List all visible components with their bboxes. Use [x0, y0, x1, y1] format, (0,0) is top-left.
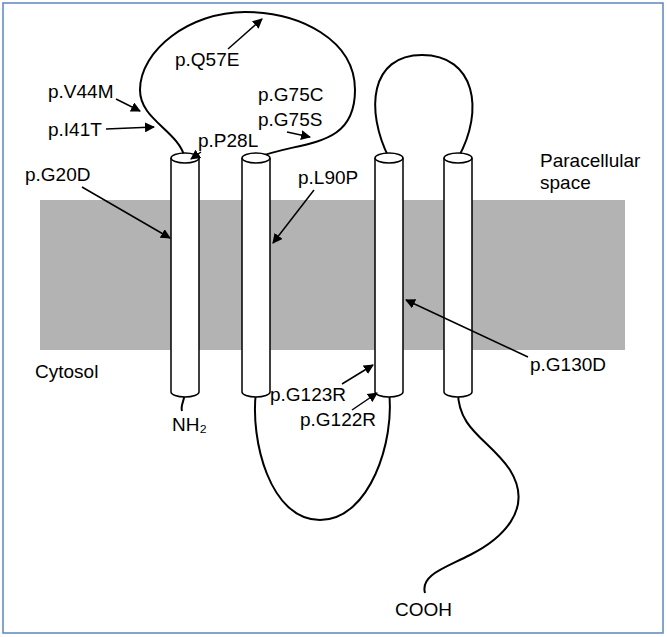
helix-cylinder — [242, 158, 270, 397]
mutation-label: p.G130D — [530, 354, 606, 376]
helix-cylinder — [171, 158, 199, 397]
membrane-band — [40, 200, 625, 350]
helix-cap — [375, 153, 403, 163]
mutation-label: p.Q57E — [175, 49, 239, 71]
mutation-label: p.G20D — [25, 164, 90, 186]
region-label: Paracellular space — [540, 150, 658, 194]
helix-cap — [444, 153, 472, 163]
pointer-arrow — [228, 19, 262, 49]
pointer-arrow — [116, 99, 140, 111]
pointer-arrow — [287, 132, 310, 137]
mutation-label: p.G122R — [300, 409, 376, 431]
protein-chain — [140, 12, 519, 593]
helix-cylinder — [444, 158, 472, 397]
mutation-label: p.G75C — [258, 84, 323, 106]
helix-cap — [171, 153, 199, 163]
extracellular-loop-1 — [140, 12, 355, 158]
extracellular-loop-2 — [375, 55, 472, 158]
pointer-arrow — [106, 127, 154, 129]
helix-cylinder — [375, 158, 403, 397]
pointer-arrow — [82, 187, 170, 238]
pointer-arrow — [191, 152, 201, 159]
terminus-label: NH₂ — [172, 414, 207, 436]
pointer-arrow — [406, 300, 528, 357]
c-terminus-tail — [424, 392, 518, 593]
helix-cap — [242, 153, 270, 163]
terminus-label: COOH — [395, 599, 452, 621]
mutation-label: p.G75S — [258, 109, 322, 131]
mutation-label: p.P28L — [198, 130, 258, 152]
figure-border — [3, 3, 663, 633]
mutation-label: p.V44M — [48, 81, 113, 103]
intracellular-loop — [255, 392, 390, 520]
mutation-label: p.G123R — [270, 384, 346, 406]
pointer-arrow — [273, 190, 314, 243]
pointer-arrow — [352, 393, 377, 410]
mutation-label: p.L90P — [298, 167, 358, 189]
region-label: Cytosol — [35, 361, 98, 383]
helix-group — [171, 153, 472, 397]
mutation-label: p.I41T — [48, 119, 102, 141]
pointer-arrows — [82, 19, 528, 410]
pointer-arrow — [342, 365, 373, 384]
